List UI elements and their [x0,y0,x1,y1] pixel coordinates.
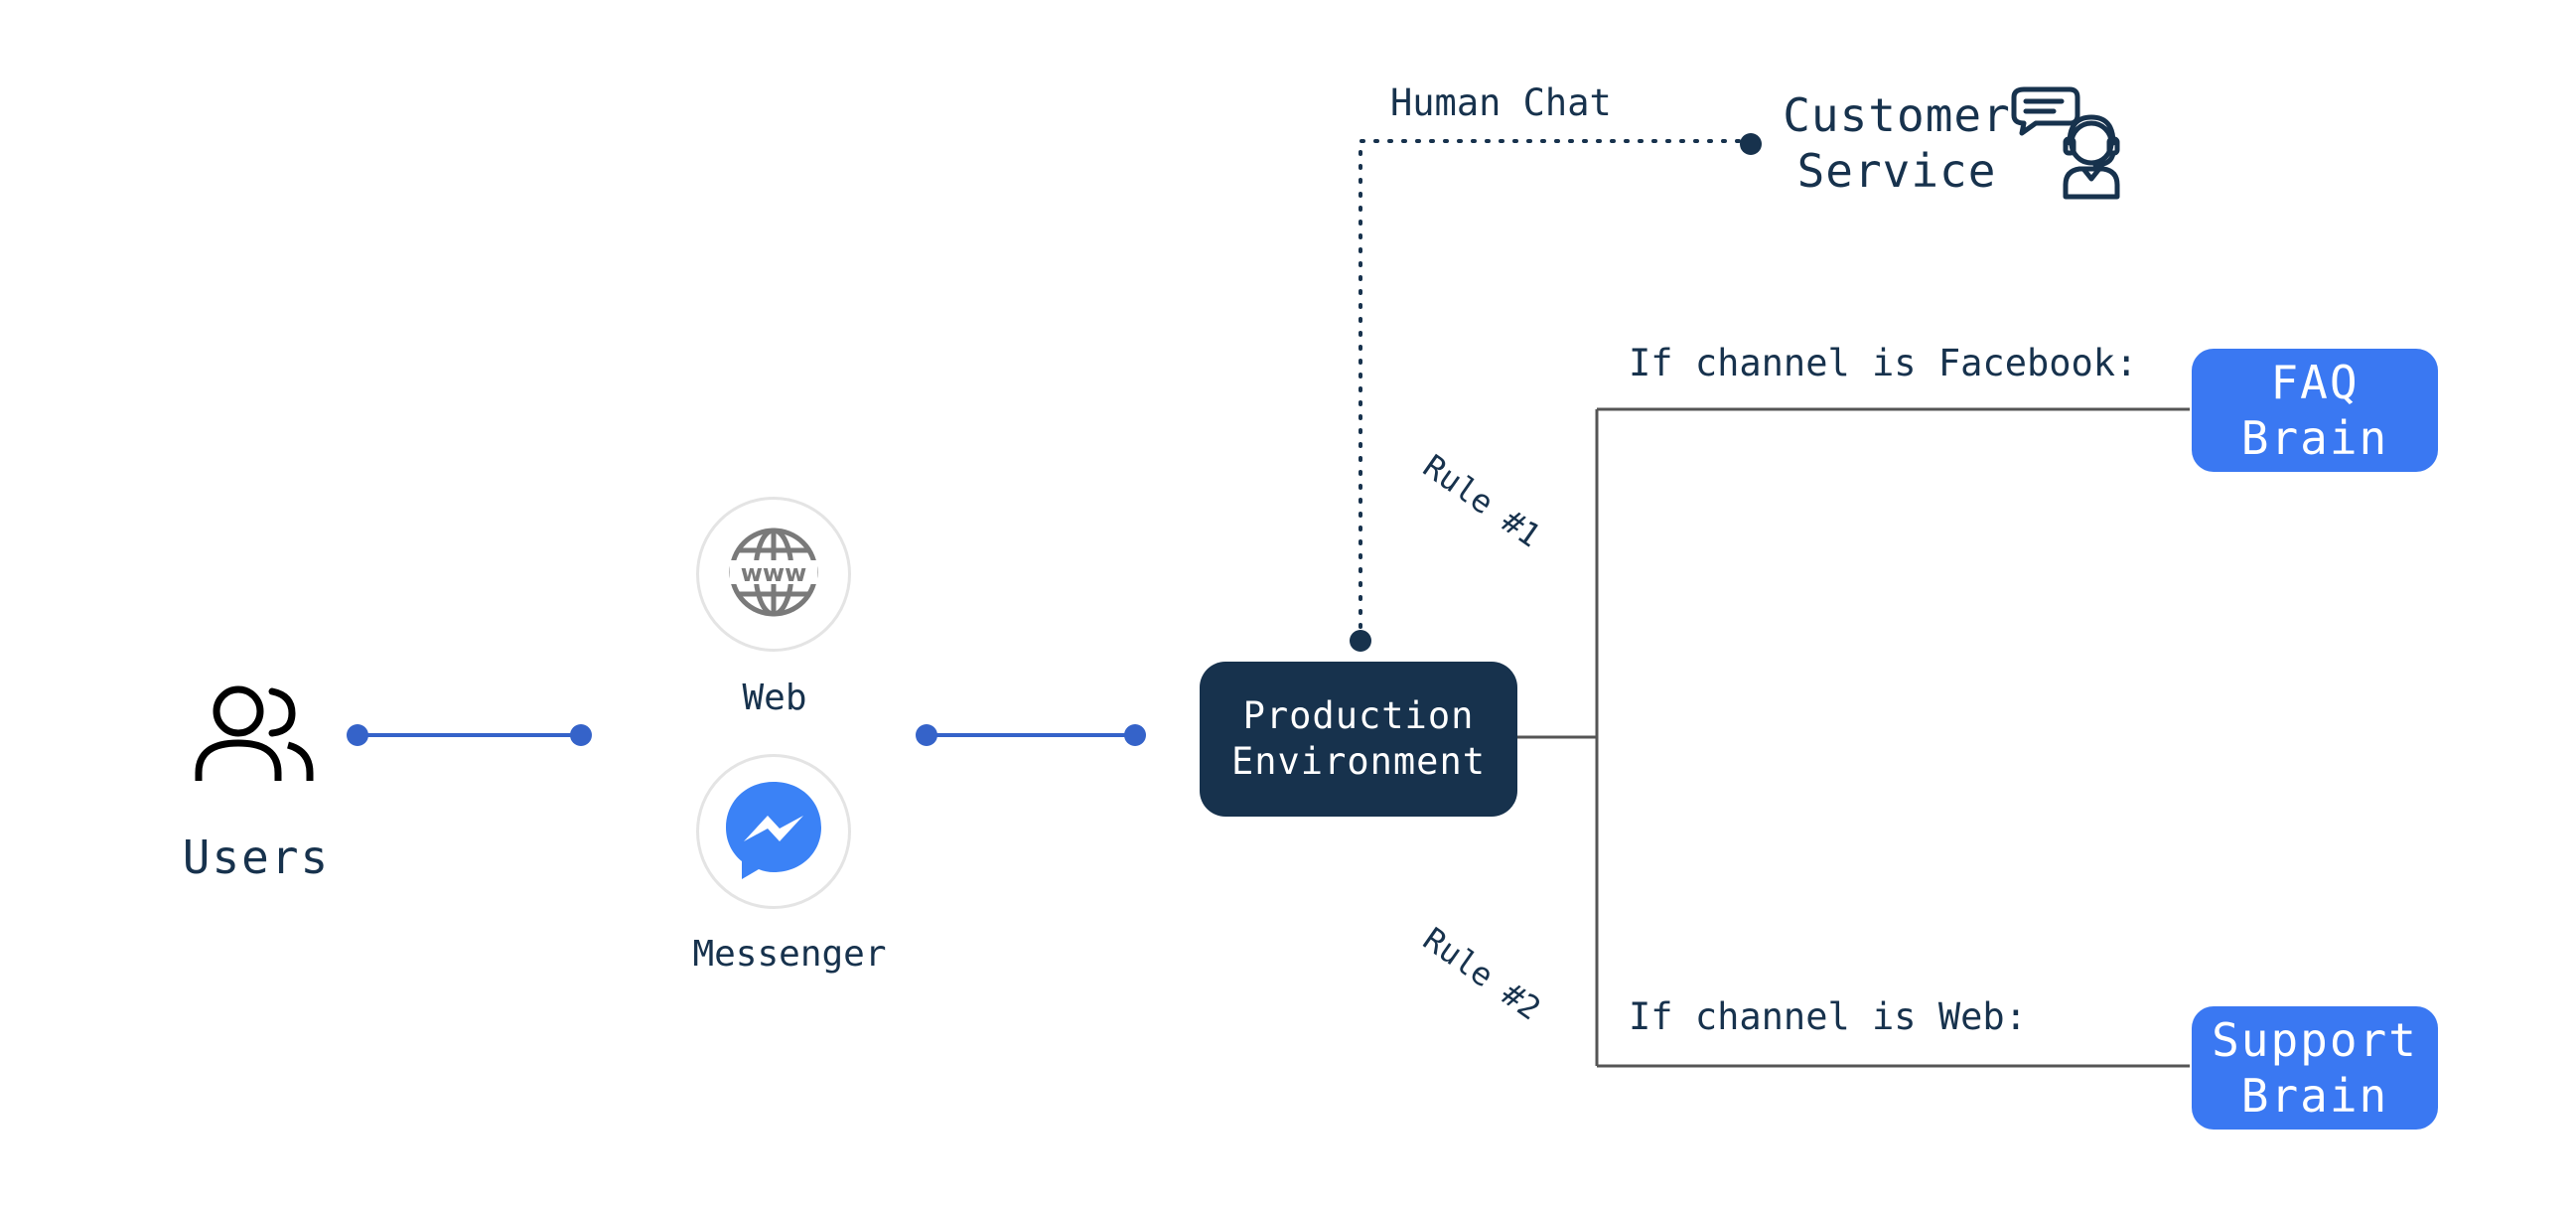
support-brain-node: Support Brain [2192,1006,2438,1130]
support-brain-line2: Brain [2240,1069,2389,1123]
web-label: Web [742,678,807,718]
connector-dot [570,724,592,746]
svg-text:www: www [741,559,807,587]
web-channel-circle: www [696,497,851,652]
routing-lines [1517,407,2190,1068]
human-chat-dotted-path [1359,139,1752,643]
globe-www-icon: www [726,525,821,624]
users-label: Users [182,830,331,884]
customer-service-line1: Customer [1783,88,2011,142]
faq-brain-node: FAQ Brain [2192,349,2438,472]
support-brain-line1: Support [2212,1013,2418,1067]
faq-brain-line1: FAQ [2270,356,2360,409]
rule-2-condition: If channel is Web: [1629,995,2027,1038]
production-environment-node: Production Environment [1200,662,1517,817]
messenger-icon [722,778,825,885]
support-agent-icon [2008,85,2129,203]
customer-service-line2: Service [1796,144,1997,198]
connector-dot [347,724,368,746]
production-label-line2: Environment [1230,740,1487,783]
customer-service-label: Customer Service [1778,87,2016,199]
connector-dot [916,724,937,746]
faq-brain-line2: Brain [2240,411,2389,465]
rule-1-condition: If channel is Facebook: [1629,342,2138,384]
users-icon [191,681,318,787]
human-chat-label: Human Chat [1390,81,1612,124]
production-label-line1: Production [1242,694,1475,737]
messenger-channel-circle [696,754,851,909]
messenger-label: Messenger [692,934,887,975]
connector-dot [1124,724,1146,746]
human-chat-end-dot [1740,133,1762,155]
human-chat-start-dot [1350,630,1371,652]
